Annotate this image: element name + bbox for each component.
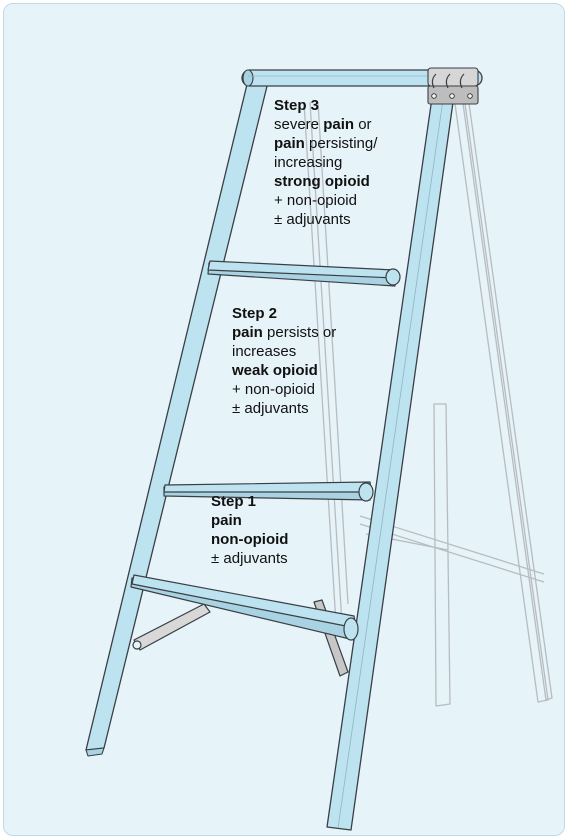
step-1-line: pain	[211, 511, 288, 530]
bold-term: pain	[274, 135, 305, 152]
bold-term: pain	[323, 116, 354, 133]
bold-term: pain	[232, 324, 263, 341]
step-1-line: non-opioid	[211, 530, 288, 549]
step-2-line: + non-opioid	[232, 380, 336, 399]
text-run: increasing	[274, 154, 342, 171]
text-run: persists or	[263, 324, 336, 341]
text-run: increases	[232, 343, 296, 360]
text-run: + non-opioid	[232, 381, 315, 398]
step-2-line: weak opioid	[232, 361, 336, 380]
text-run: severe	[274, 116, 323, 133]
step-3-line: severe pain or	[274, 115, 377, 134]
bold-term: pain	[211, 512, 242, 529]
bold-term: strong opioid	[274, 173, 370, 190]
text-run: + non-opioid	[274, 192, 357, 209]
step-2-line: pain persists or	[232, 323, 336, 342]
step-2-line: increases	[232, 342, 336, 361]
hinge-icon	[428, 68, 478, 104]
step-1-line: ± adjuvants	[211, 549, 288, 568]
step-3-line: pain persisting/	[274, 134, 377, 153]
step-3-heading: Step 3	[274, 97, 319, 114]
step-3-line: increasing	[274, 153, 377, 172]
bold-term: non-opioid	[211, 531, 288, 548]
left-stay-brace	[133, 604, 210, 650]
text-run: ± adjuvants	[232, 400, 309, 417]
text-run: ± adjuvants	[211, 550, 288, 567]
text-run: or	[354, 116, 372, 133]
step-1-heading: Step 1	[211, 493, 256, 510]
step-3-line: + non-opioid	[274, 191, 377, 210]
step-1-text: Step 1 pain non-opioid ± adjuvants	[211, 492, 288, 568]
ladder-rung-3	[208, 261, 400, 286]
step-3-line: ± adjuvants	[274, 210, 377, 229]
step-2-heading: Step 2	[232, 305, 277, 322]
step-2-line: ± adjuvants	[232, 399, 336, 418]
text-run: persisting/	[305, 135, 378, 152]
bold-term: weak opioid	[232, 362, 318, 379]
text-run: ± adjuvants	[274, 211, 351, 228]
step-3-line: strong opioid	[274, 172, 377, 191]
